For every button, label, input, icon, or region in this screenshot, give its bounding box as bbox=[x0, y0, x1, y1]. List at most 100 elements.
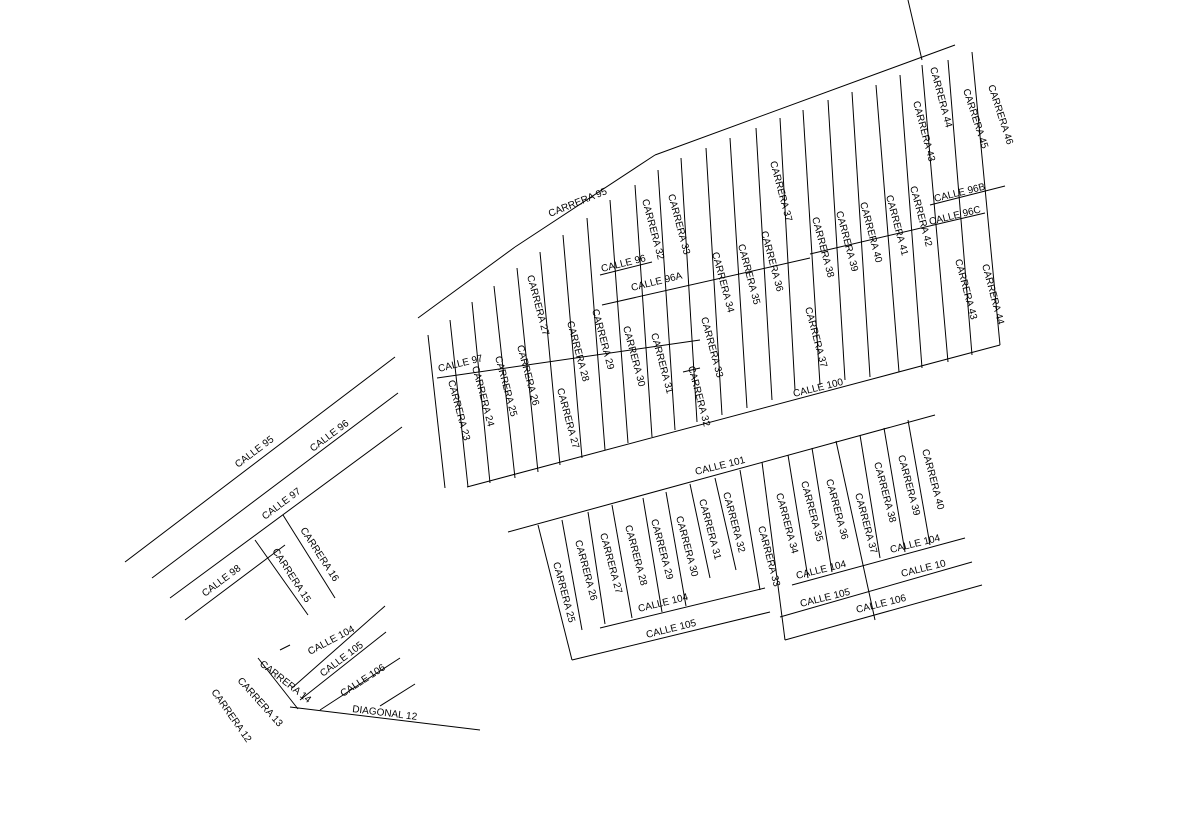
label-carrera-34-top: CARRERA 34 bbox=[709, 251, 736, 314]
label-calle-96: CALLE 96 bbox=[600, 253, 647, 275]
label-carrera-32-low: CARRERA 32 bbox=[720, 491, 747, 554]
label-carrera-26-low: CARRERA 26 bbox=[572, 539, 599, 602]
label-carrera-30-top: CARRERA 30 bbox=[620, 325, 647, 388]
calle-104-line bbox=[599, 587, 766, 629]
calle-99-segment bbox=[682, 367, 701, 373]
calle-96c-line bbox=[809, 212, 986, 255]
label-calle-96c: CALLE 96C bbox=[928, 204, 982, 227]
label-carrera-36-top: CARRERA 36 bbox=[758, 230, 785, 293]
label-carrera-33-mid: CARRERA 33 bbox=[698, 316, 725, 379]
label-carrera-29-low: CARRERA 29 bbox=[648, 518, 675, 581]
calle-96-line bbox=[599, 261, 653, 276]
carrera-32-low-line bbox=[714, 477, 737, 571]
carrera-38-low-line bbox=[859, 434, 881, 559]
label-carrera-38-low: CARRERA 38 bbox=[871, 461, 898, 524]
carrera-28-low-line bbox=[611, 504, 633, 619]
label-calle-105-mid: CALLE 105 bbox=[799, 587, 852, 610]
carrera-40-low-line bbox=[907, 419, 931, 546]
carrera-26-line bbox=[493, 285, 516, 479]
label-carrera-39-top: CARRERA 39 bbox=[833, 210, 860, 273]
label-carrera-33-top: CARRERA 33 bbox=[665, 193, 692, 256]
calle-105-line bbox=[571, 611, 771, 661]
label-carrera-14: CARRERA 14 bbox=[257, 659, 313, 706]
label-carrera-15: CARRERA 15 bbox=[269, 547, 312, 606]
calle-105-sw-line bbox=[299, 631, 387, 701]
label-carrera-37-top: CARRERA 37 bbox=[767, 160, 794, 223]
label-carrera-33-low: CARRERA 33 bbox=[755, 525, 782, 588]
carrera-34-line bbox=[680, 157, 698, 423]
label-calle-106-sw: CALLE 106 bbox=[339, 662, 388, 699]
carrera-23-line bbox=[427, 334, 446, 489]
calle-97-west-line bbox=[169, 426, 403, 599]
label-carrera-45: CARRERA 45 bbox=[960, 88, 990, 151]
label-carrera-27-low: CARRERA 27 bbox=[597, 532, 624, 595]
label-calle-100: CALLE 100 bbox=[792, 377, 845, 400]
carrera-95-line-c bbox=[654, 44, 956, 156]
carrera-37-low-line bbox=[835, 440, 876, 621]
label-calle-104-left: CALLE 104 bbox=[637, 592, 690, 615]
carrera-29-low-line bbox=[642, 497, 663, 613]
label-carrera-26-top: CARRERA 26 bbox=[514, 344, 541, 407]
carrera-25-line bbox=[471, 301, 491, 484]
label-carrera-95: CARRERA 95 bbox=[547, 186, 609, 220]
label-carrera-16: CARRERA 16 bbox=[297, 526, 340, 585]
label-carrera-46: CARRERA 46 bbox=[985, 84, 1015, 147]
label-calle-10-right: CALLE 10 bbox=[900, 558, 947, 580]
carrera-34-low-line bbox=[761, 461, 786, 641]
carrera-41-line bbox=[851, 91, 871, 378]
road-network bbox=[124, 0, 1006, 731]
carrera-43-line bbox=[899, 74, 923, 369]
calle-95-west-line bbox=[124, 356, 396, 563]
calle-105-right-line bbox=[779, 561, 973, 618]
carrera-36-low-line bbox=[811, 447, 833, 573]
carrera-16-line bbox=[282, 514, 336, 599]
calle-97-line bbox=[436, 339, 701, 379]
carrera-30-low-line bbox=[665, 491, 687, 607]
carrera-39-low-line bbox=[883, 427, 906, 553]
label-carrera-30-low: CARRERA 30 bbox=[673, 515, 700, 578]
carrera-39-line bbox=[802, 109, 821, 386]
carrera-36-line bbox=[729, 137, 748, 409]
carrera-33-line bbox=[657, 169, 676, 431]
carrera-28-line bbox=[539, 251, 561, 466]
carrera-27-line bbox=[516, 267, 539, 473]
label-diagonal-12: DIAGONAL 12 bbox=[352, 704, 418, 723]
label-carrera-32-mid: CARRERA 32 bbox=[685, 365, 712, 428]
label-carrera-25-low: CARRERA 25 bbox=[550, 561, 577, 624]
carrera-46-line bbox=[971, 51, 1001, 346]
label-calle-104-right: CALLE 104 bbox=[889, 533, 942, 556]
label-carrera-28-top: CARRERA 28 bbox=[564, 320, 591, 383]
carrera-32-line bbox=[634, 184, 653, 438]
label-carrera-39-low: CARRERA 39 bbox=[895, 454, 922, 517]
calle-106-line bbox=[784, 584, 983, 641]
carrera-35-line bbox=[705, 147, 723, 416]
carrera-44-line bbox=[921, 64, 949, 363]
carrera-29-line bbox=[562, 234, 583, 459]
street-labels: CARRERA 95 CARRERA 46 CARRERA 45 CARRERA… bbox=[200, 66, 1015, 745]
carrera-40-line bbox=[827, 99, 846, 381]
label-calle-105-left: CALLE 105 bbox=[645, 618, 698, 641]
label-carrera-27-top: CARRERA 27 bbox=[524, 274, 551, 337]
carrera-38-line bbox=[779, 117, 796, 391]
carrera-35-low-line bbox=[787, 454, 809, 579]
carrera-33-low-line bbox=[739, 469, 761, 591]
label-calle-106-right: CALLE 106 bbox=[855, 593, 908, 616]
label-calle-96-west: CALLE 96 bbox=[308, 418, 351, 454]
label-carrera-40-low: CARRERA 40 bbox=[919, 448, 946, 511]
carrera-31-low-line bbox=[689, 483, 711, 579]
label-calle-104-mid: CALLE 104 bbox=[795, 559, 848, 582]
label-calle-101: CALLE 101 bbox=[694, 455, 747, 478]
calle-106-sw-line bbox=[319, 657, 401, 711]
carrera-27-low-line bbox=[587, 511, 606, 625]
carrera-95-line-b bbox=[514, 154, 656, 248]
calle-104-sw-stub bbox=[279, 644, 291, 651]
carrera-24-line bbox=[449, 319, 469, 488]
carrera-37-line bbox=[755, 127, 773, 401]
label-carrera-28-low: CARRERA 28 bbox=[622, 524, 649, 587]
label-carrera-25-top: CARRERA 25 bbox=[492, 355, 519, 418]
label-carrera-44-low: CARRERA 44 bbox=[979, 263, 1006, 326]
label-carrera-23: CARRERA 23 bbox=[445, 379, 472, 442]
calle-96-west-line bbox=[151, 392, 399, 579]
label-carrera-43-low: CARRERA 43 bbox=[952, 258, 979, 321]
